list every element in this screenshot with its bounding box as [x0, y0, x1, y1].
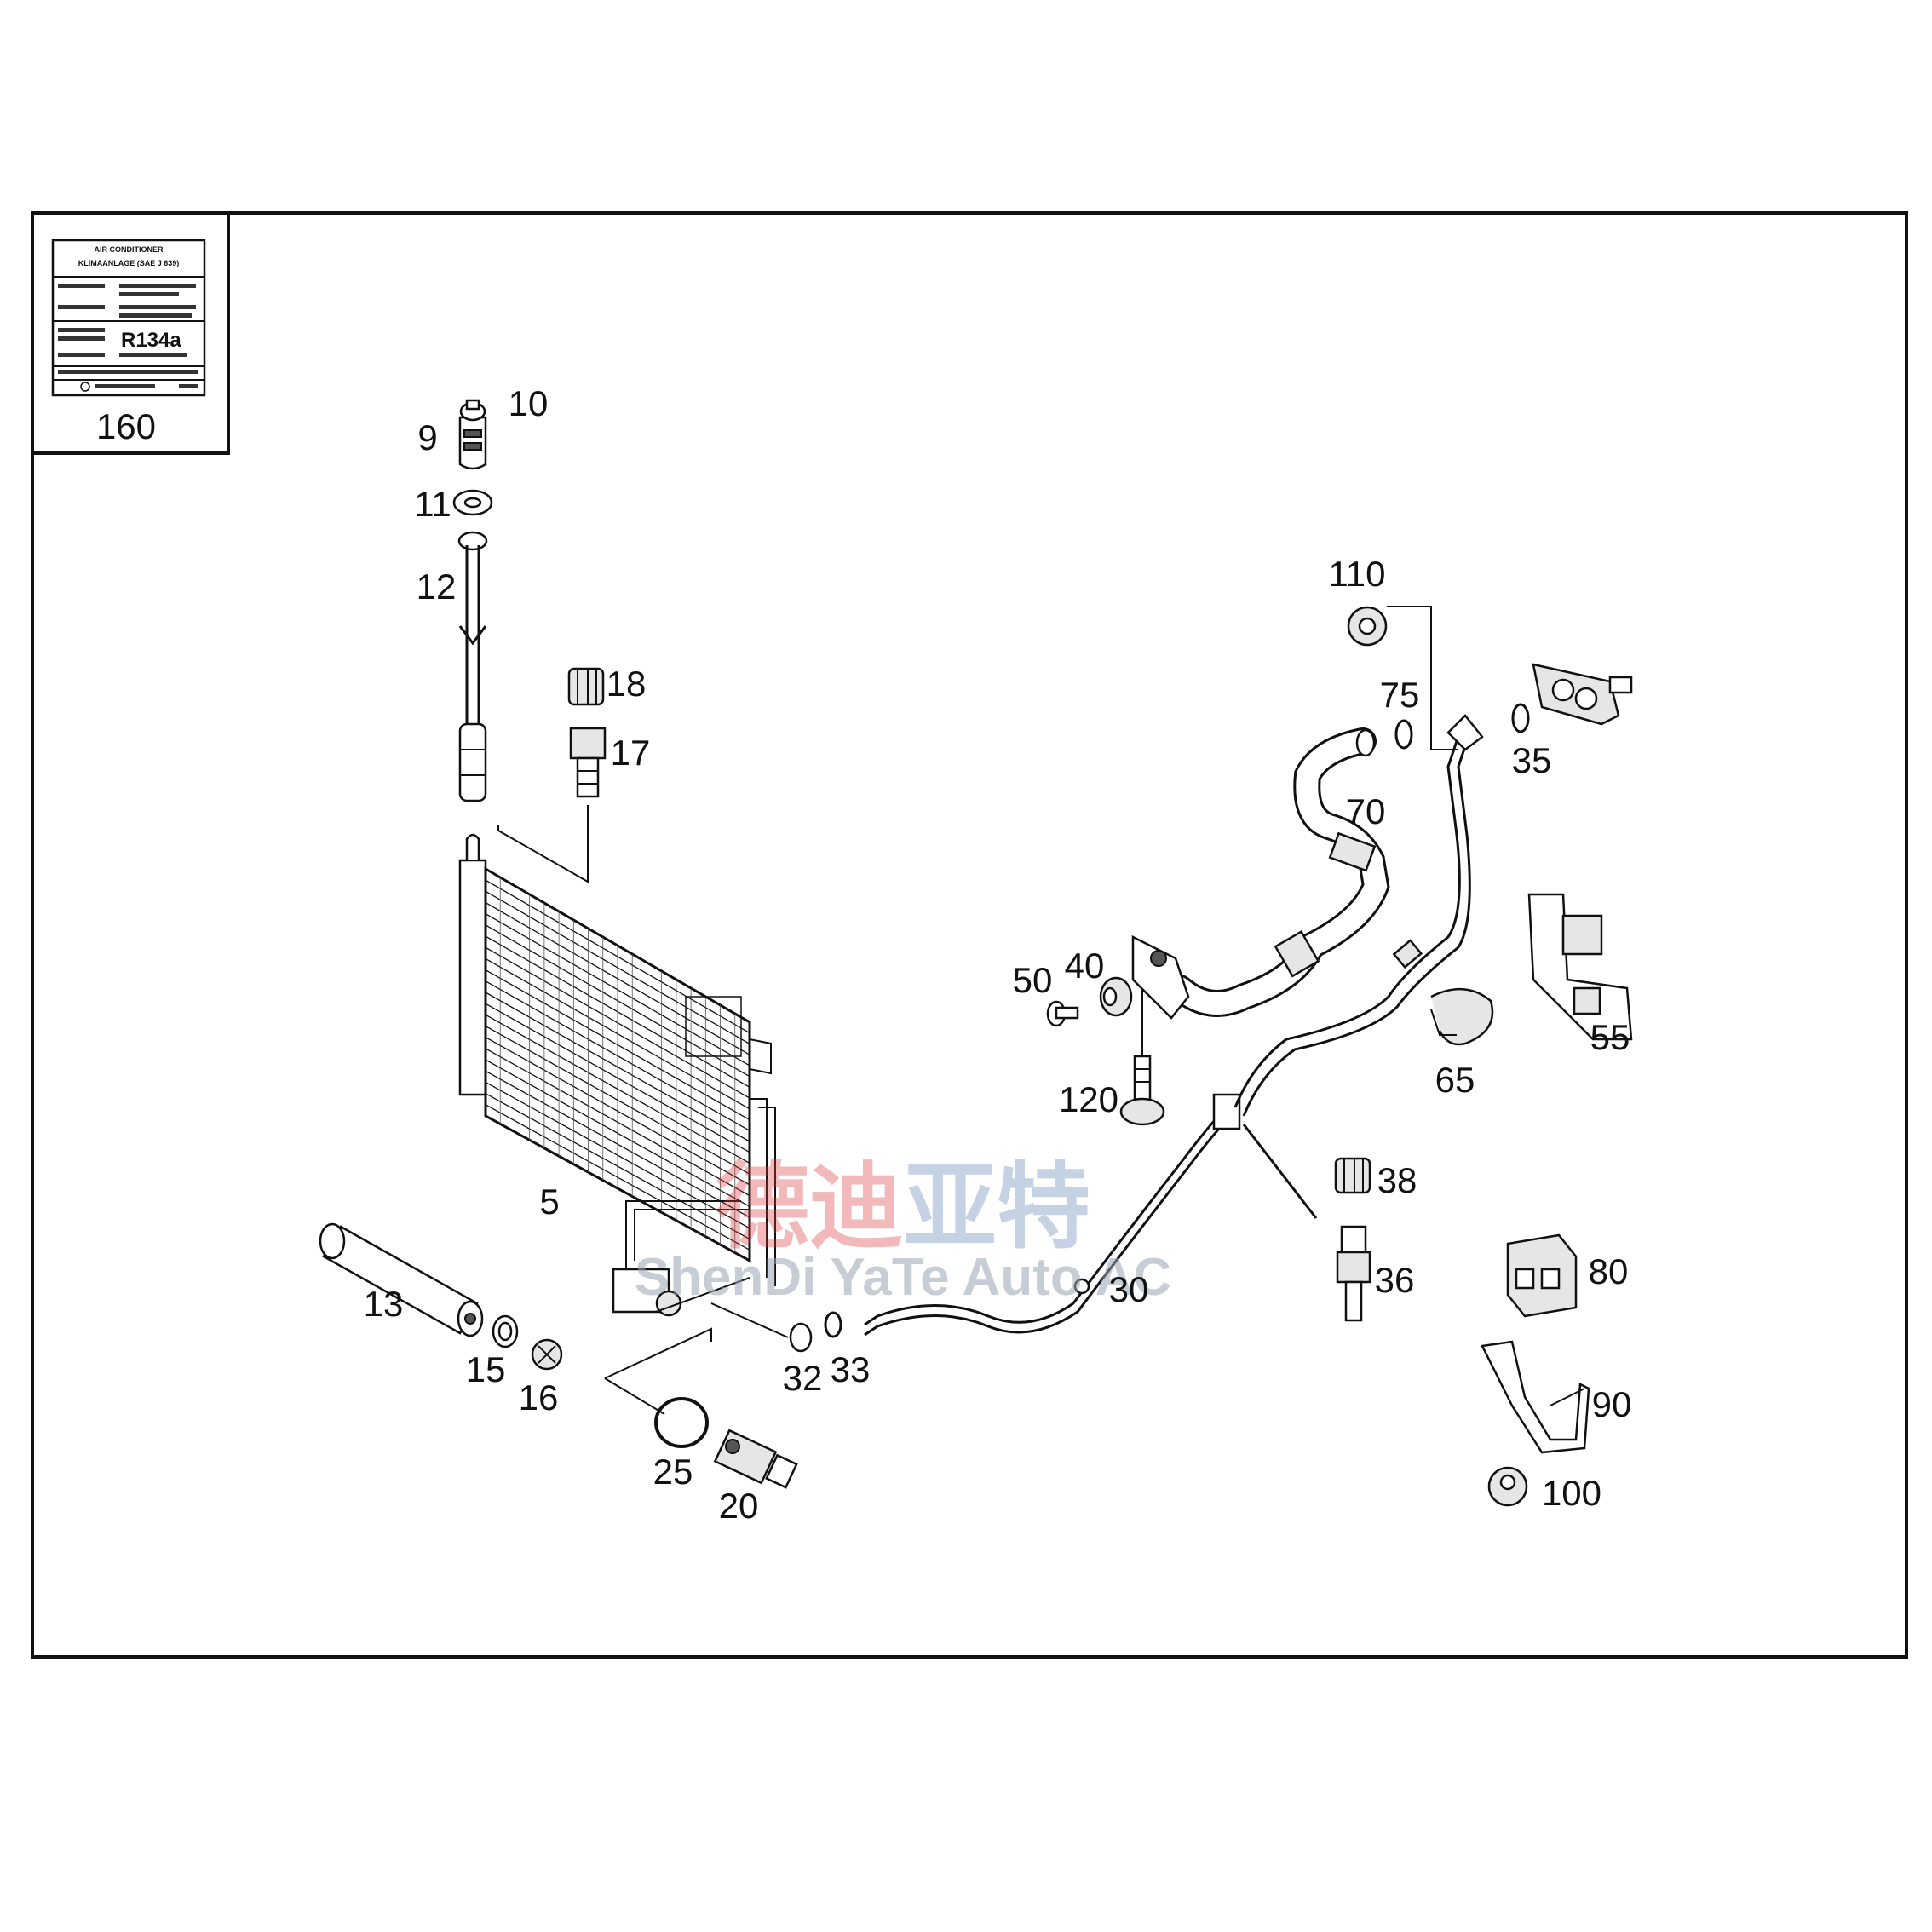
screw-50: [1046, 1000, 1079, 1027]
watermark-english: ShenDi YaTe Auto AC: [635, 1248, 1171, 1307]
part-number-10: 10: [509, 383, 549, 423]
valve-17: [569, 727, 607, 798]
watermark-chinese: 德迪亚特: [716, 1153, 1090, 1262]
part-number-30: 30: [1109, 1269, 1149, 1309]
label-header-2: KLIMAANLAGE (SAE J 639): [78, 259, 180, 267]
filter-tube-12: [457, 531, 488, 802]
nut-100: [1487, 1466, 1528, 1507]
label-header-1: AIR CONDITIONER: [95, 245, 164, 254]
seal-32: [789, 1322, 813, 1353]
cap-18: [567, 667, 605, 706]
label-item-160: 160: [96, 406, 156, 446]
refrigerant-label-box: AIR CONDITIONER KLIMAANLAGE (SAE J 639) …: [31, 211, 230, 455]
part-number-110: 110: [1329, 554, 1386, 594]
suction-hose-70: [1131, 727, 1390, 1020]
part-number-40: 40: [1065, 946, 1105, 986]
cap-38: [1334, 1157, 1371, 1194]
part-number-75: 75: [1380, 675, 1420, 715]
bracket-55: [1527, 893, 1633, 1041]
drier-cap-oring-10: [459, 399, 486, 422]
part-number-32: 32: [783, 1358, 823, 1398]
refrigerant-line-30: [864, 1093, 1241, 1337]
damper-40: [1099, 976, 1133, 1017]
part-number-36: 36: [1375, 1260, 1415, 1300]
part-number-35: 35: [1512, 740, 1552, 780]
part-labels: 160 5 9 10 11 12 13 15 16 17 18 20 25 30…: [96, 383, 1631, 1526]
part-number-80: 80: [1589, 1251, 1629, 1291]
part-number-5: 5: [539, 1182, 559, 1222]
oring-75: [1394, 719, 1413, 750]
clip-65: [1430, 987, 1494, 1046]
part-number-25: 25: [653, 1452, 693, 1492]
part-number-17: 17: [611, 733, 651, 773]
part-number-11: 11: [414, 484, 451, 524]
bolt-120: [1119, 1055, 1165, 1126]
part-number-50: 50: [1013, 960, 1053, 1000]
part-number-38: 38: [1377, 1160, 1417, 1200]
part-number-13: 13: [364, 1284, 404, 1324]
part-number-120: 120: [1059, 1079, 1118, 1119]
watermark: 德迪亚特 ShenDi YaTe Auto AC: [635, 1153, 1171, 1307]
mount-80: [1506, 1233, 1578, 1318]
oring-35: [1511, 703, 1530, 733]
part-number-15: 15: [466, 1349, 506, 1389]
part-number-16: 16: [519, 1377, 559, 1417]
label-refrigerant: R134a: [121, 329, 181, 352]
part-number-20: 20: [719, 1486, 759, 1526]
condenser: [458, 833, 776, 1317]
part-number-33: 33: [831, 1349, 871, 1389]
plug-16: [531, 1338, 563, 1371]
expansion-valve-35-block: [1532, 663, 1633, 726]
bracket-90: [1481, 1340, 1590, 1454]
diagram-frame: [31, 211, 1908, 1659]
oring-25: [654, 1397, 709, 1448]
part-number-55: 55: [1590, 1017, 1630, 1057]
part-number-18: 18: [607, 664, 647, 704]
washer-11: [452, 489, 493, 516]
part-number-90: 90: [1592, 1384, 1632, 1424]
refrigerant-line-75: [1233, 714, 1484, 1219]
drier-bottle-13: [319, 1222, 484, 1337]
part-number-9: 9: [417, 417, 437, 457]
valve-36: [1336, 1225, 1371, 1322]
nut-110: [1347, 606, 1388, 647]
part-number-70: 70: [1346, 791, 1386, 831]
part-number-100: 100: [1542, 1473, 1601, 1513]
part-number-65: 65: [1435, 1060, 1475, 1100]
drier-cap-9: [458, 416, 487, 470]
part-number-12: 12: [417, 566, 457, 607]
plug-15: [492, 1314, 519, 1348]
oring-33: [824, 1311, 842, 1338]
pressure-switch-20: [713, 1429, 798, 1489]
